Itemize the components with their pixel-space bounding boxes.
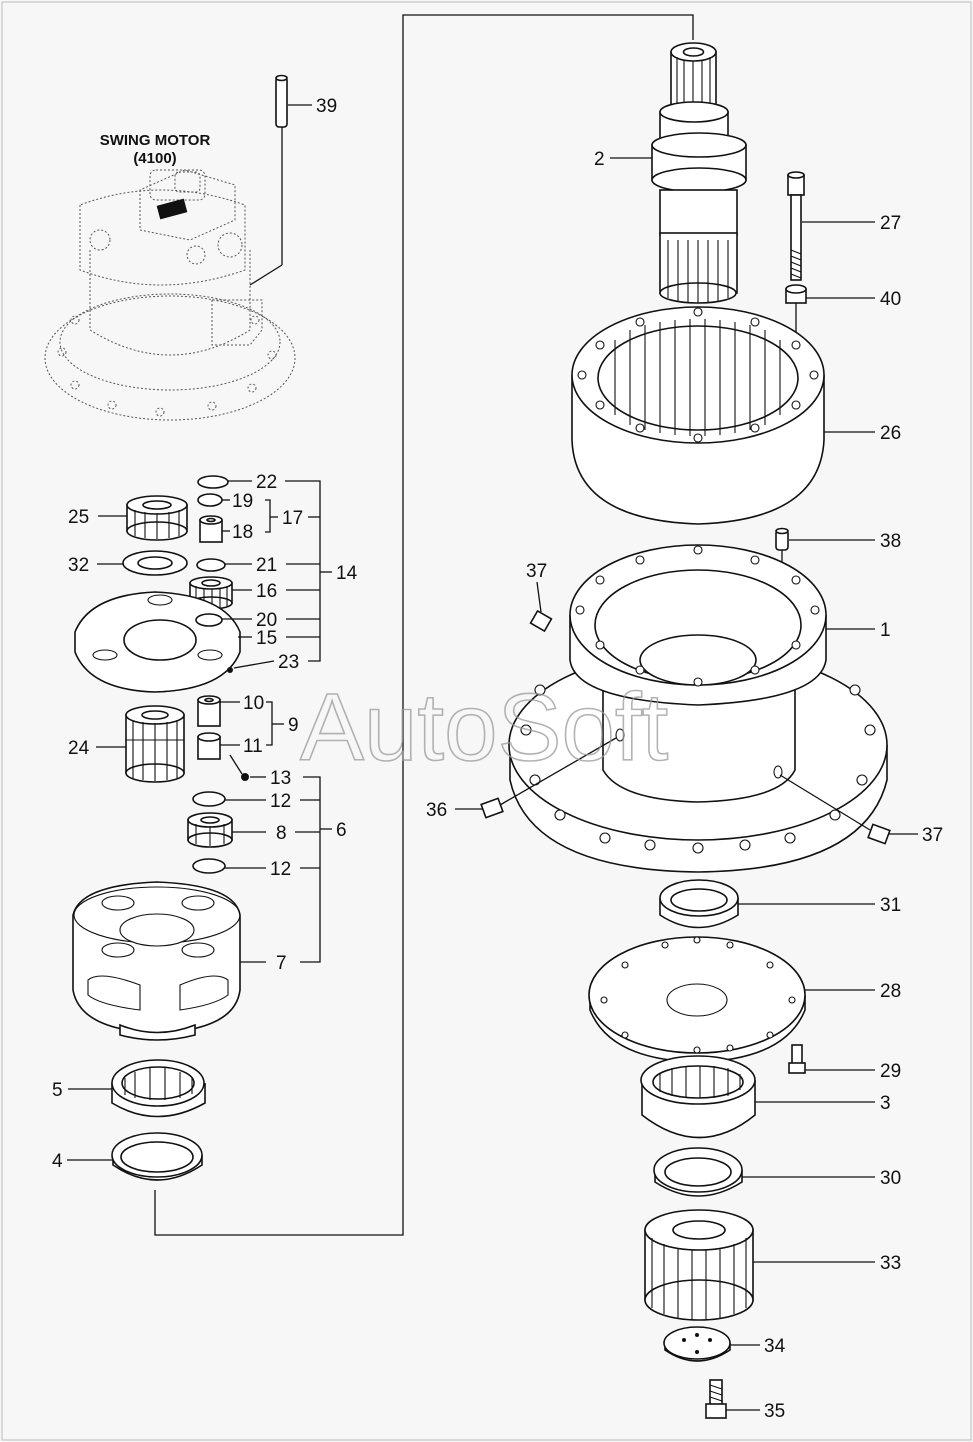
part-34-cover[interactable] bbox=[663, 1326, 731, 1362]
part-37-plug-lower[interactable] bbox=[867, 823, 891, 845]
part-25-gear[interactable] bbox=[126, 495, 188, 541]
part-4-seal[interactable] bbox=[111, 1132, 203, 1181]
part-22-ring[interactable] bbox=[197, 475, 229, 489]
callout-2: 2 bbox=[594, 149, 605, 170]
callout-34: 34 bbox=[764, 1336, 786, 1357]
callout-23: 23 bbox=[278, 652, 299, 673]
part-29-bolt[interactable] bbox=[788, 1044, 806, 1074]
part-5-bearing[interactable] bbox=[111, 1059, 206, 1118]
part-39-pin[interactable] bbox=[275, 74, 288, 128]
callout-37-upper: 37 bbox=[526, 561, 547, 582]
callout-8: 8 bbox=[276, 823, 287, 844]
callout-11: 11 bbox=[243, 736, 263, 757]
part-35-bolt[interactable] bbox=[705, 1379, 727, 1419]
swing-motor-title: SWING MOTOR bbox=[100, 132, 211, 149]
callout-9: 9 bbox=[288, 715, 299, 736]
part-38-pin[interactable] bbox=[775, 527, 789, 551]
part-24-gear[interactable] bbox=[125, 705, 185, 783]
callout-28: 28 bbox=[880, 981, 901, 1002]
part-19-ring[interactable] bbox=[197, 493, 223, 507]
part-26-ring-gear[interactable] bbox=[571, 306, 825, 525]
callout-20: 20 bbox=[256, 610, 277, 631]
callout-12-lower: 12 bbox=[270, 859, 291, 880]
callout-5: 5 bbox=[52, 1080, 63, 1101]
callout-37-lower: 37 bbox=[922, 825, 943, 846]
callout-10: 10 bbox=[243, 693, 264, 714]
callout-6: 6 bbox=[336, 820, 347, 841]
callout-1: 1 bbox=[880, 620, 891, 641]
callout-24: 24 bbox=[68, 738, 90, 759]
callout-18: 18 bbox=[232, 522, 253, 543]
part-28-plate[interactable] bbox=[588, 936, 806, 1063]
part-12-washer-lower[interactable] bbox=[192, 858, 226, 874]
callout-40: 40 bbox=[880, 289, 901, 310]
part-30-seal[interactable] bbox=[653, 1147, 743, 1197]
callout-33: 33 bbox=[880, 1253, 901, 1274]
part-32-washer[interactable] bbox=[122, 550, 188, 576]
part-23-ball[interactable] bbox=[227, 667, 233, 673]
callout-36: 36 bbox=[426, 800, 447, 821]
part-7-planet-carrier[interactable] bbox=[72, 881, 241, 1041]
part-11-bushing[interactable] bbox=[197, 732, 221, 760]
callout-35: 35 bbox=[764, 1401, 785, 1422]
part-8-gear[interactable] bbox=[187, 812, 233, 848]
callout-32: 32 bbox=[68, 555, 89, 576]
callout-29: 29 bbox=[880, 1061, 901, 1082]
callout-12-upper: 12 bbox=[270, 791, 291, 812]
callout-26: 26 bbox=[880, 423, 901, 444]
callout-14: 14 bbox=[336, 563, 358, 584]
part-36-plug[interactable] bbox=[480, 797, 504, 819]
part-20-ring[interactable] bbox=[195, 613, 223, 627]
assembly-connector-line bbox=[154, 14, 694, 1236]
part-33-pinion[interactable] bbox=[644, 1209, 754, 1321]
part-21-ring[interactable] bbox=[196, 558, 226, 572]
part-1-housing[interactable] bbox=[508, 544, 888, 873]
watermark-text: AutoSoft bbox=[300, 674, 668, 781]
part-2-drive-shaft[interactable] bbox=[651, 42, 747, 304]
callout-13: 13 bbox=[270, 768, 291, 789]
swing-motor-outline bbox=[44, 169, 296, 421]
part-10-bushing[interactable] bbox=[197, 695, 221, 727]
callout-4: 4 bbox=[52, 1151, 63, 1172]
callout-17: 17 bbox=[282, 508, 303, 529]
callout-31: 31 bbox=[880, 895, 901, 916]
callout-27: 27 bbox=[880, 213, 901, 234]
callout-30: 30 bbox=[880, 1168, 901, 1189]
callout-22: 22 bbox=[256, 472, 277, 493]
callout-21: 21 bbox=[256, 555, 277, 576]
part-40-washer[interactable] bbox=[785, 284, 807, 304]
part-13-ball[interactable] bbox=[241, 773, 249, 781]
callout-38: 38 bbox=[880, 531, 901, 552]
swing-motor-code: (4100) bbox=[133, 150, 176, 167]
callout-7: 7 bbox=[276, 953, 287, 974]
part-15-carrier[interactable] bbox=[74, 591, 241, 693]
callout-3: 3 bbox=[880, 1093, 891, 1114]
part-3-bearing[interactable] bbox=[640, 1055, 756, 1139]
callout-19: 19 bbox=[232, 491, 253, 512]
part-37-plug-upper[interactable] bbox=[529, 609, 553, 633]
part-27-bolt[interactable] bbox=[787, 171, 805, 281]
part-12-washer-upper[interactable] bbox=[192, 791, 226, 807]
callout-15: 15 bbox=[256, 628, 277, 649]
callout-39: 39 bbox=[316, 96, 337, 117]
part-31-bearing-race[interactable] bbox=[659, 879, 739, 929]
callout-25: 25 bbox=[68, 507, 89, 528]
part-18-bushing[interactable] bbox=[199, 515, 223, 543]
callout-16: 16 bbox=[256, 581, 277, 602]
